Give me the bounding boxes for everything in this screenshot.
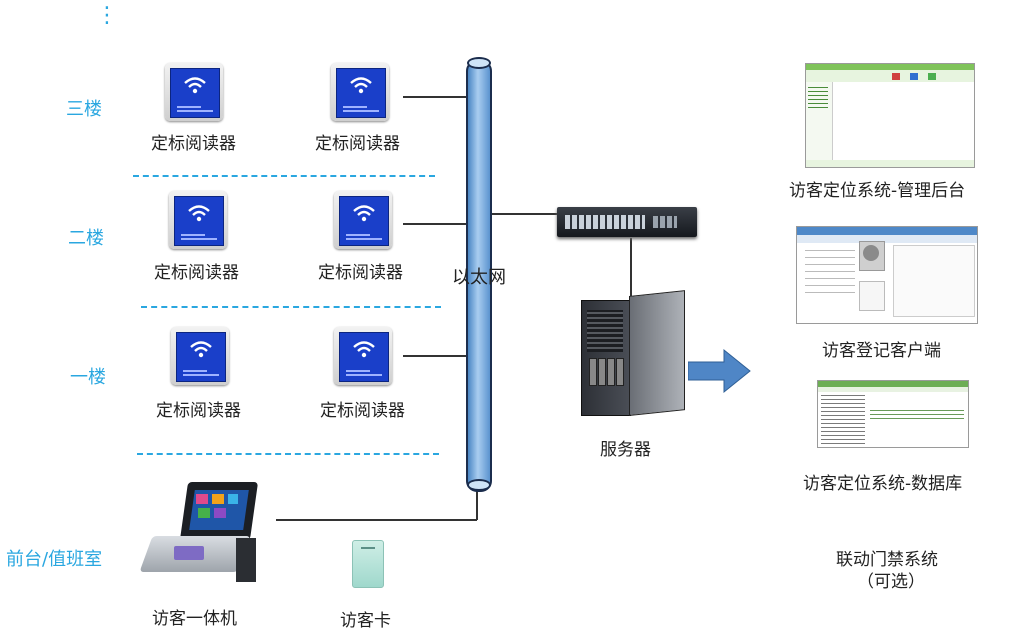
- server-tower-icon: [581, 290, 685, 416]
- wifi-icon: [188, 205, 210, 222]
- wifi-icon: [190, 341, 212, 358]
- network-switch-icon: [557, 207, 697, 237]
- reader-label: 定标阅读器: [320, 401, 405, 421]
- floor-divider-2f-1f: [141, 306, 441, 308]
- reader-label: 定标阅读器: [318, 263, 403, 283]
- wifi-icon: [350, 77, 372, 94]
- wifi-icon: [184, 77, 206, 94]
- access-control-optional: （可选）: [857, 572, 925, 592]
- reader-device: [165, 63, 223, 121]
- ethernet-label: 以太网: [452, 267, 506, 288]
- pipe-bottom-cap: [467, 479, 491, 491]
- ethernet-backbone: [466, 60, 492, 492]
- reader-device: [331, 63, 389, 121]
- card-label: 访客卡: [340, 611, 391, 631]
- arrow-right-icon: [688, 348, 751, 394]
- reader-device: [334, 327, 392, 385]
- wifi-icon: [353, 205, 375, 222]
- registration-client-thumbnail: [796, 226, 978, 324]
- visitor-kiosk-icon: [139, 480, 260, 590]
- client-label: 访客登记客户端: [822, 341, 941, 361]
- floor-divider-3f-2f: [133, 175, 435, 177]
- access-control-label: 联动门禁系统: [836, 550, 938, 570]
- database-thumbnail: [817, 380, 969, 448]
- floor-label-front-desk: 前台/值班室: [6, 549, 103, 570]
- wifi-icon: [353, 341, 375, 358]
- reader-label: 定标阅读器: [315, 134, 400, 154]
- visitor-card-icon: [352, 540, 384, 588]
- floor-divider-1f-front: [137, 453, 439, 455]
- reader-label: 定标阅读器: [156, 401, 241, 421]
- reader-device: [169, 191, 227, 249]
- server-label: 服务器: [600, 440, 651, 460]
- floor-label-1f: 一楼: [70, 367, 106, 388]
- database-label: 访客定位系统-数据库: [803, 474, 963, 494]
- reader-device: [334, 191, 392, 249]
- reader-label: 定标阅读器: [151, 134, 236, 154]
- floor-label-2f: 二楼: [68, 228, 104, 249]
- kiosk-label: 访客一体机: [152, 609, 237, 629]
- reader-device: [171, 327, 229, 385]
- floor-label-3f: 三楼: [66, 99, 102, 120]
- admin-system-label: 访客定位系统-管理后台: [789, 181, 966, 201]
- pipe-top-cap: [467, 57, 491, 69]
- admin-console-thumbnail: [805, 63, 975, 168]
- reader-label: 定标阅读器: [154, 263, 239, 283]
- top-dots: ⋮: [96, 3, 118, 28]
